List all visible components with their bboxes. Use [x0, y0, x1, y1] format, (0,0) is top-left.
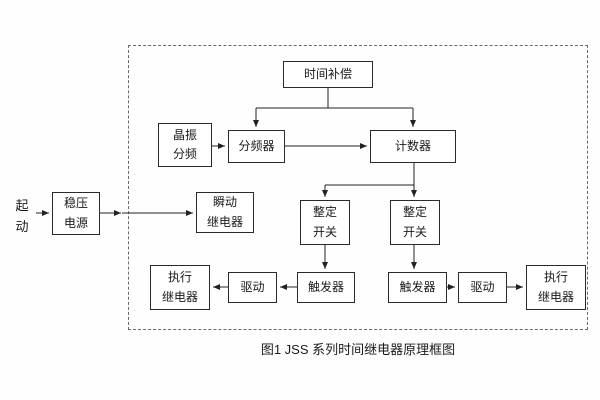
block-drive-right: 驱动: [458, 272, 507, 303]
block-drive-left: 驱动: [228, 272, 277, 303]
block-power-supply: 稳压 电源: [52, 192, 100, 235]
block-frequency-divider: 分频器: [228, 130, 285, 163]
block-exec-relay-left: 执行 继电器: [150, 265, 210, 310]
block-crystal-divider: 晶振 分频: [158, 123, 212, 167]
figure-caption: 图1 JSS 系列时间继电器原理框图: [260, 342, 456, 357]
block-trigger-right: 触发器: [388, 272, 447, 303]
start-label: 起 动: [15, 198, 29, 235]
block-time-compensation: 时间补偿: [283, 61, 373, 88]
block-exec-relay-right: 执行 继电器: [526, 265, 586, 310]
block-instant-relay: 瞬动 继电器: [196, 192, 254, 233]
block-trigger-left: 触发器: [297, 272, 355, 303]
block-counter: 计数器: [370, 130, 456, 163]
block-setting-switch-left: 整定 开关: [300, 200, 350, 245]
dashed-boundary: [128, 45, 588, 330]
block-setting-switch-right: 整定 开关: [390, 200, 440, 245]
